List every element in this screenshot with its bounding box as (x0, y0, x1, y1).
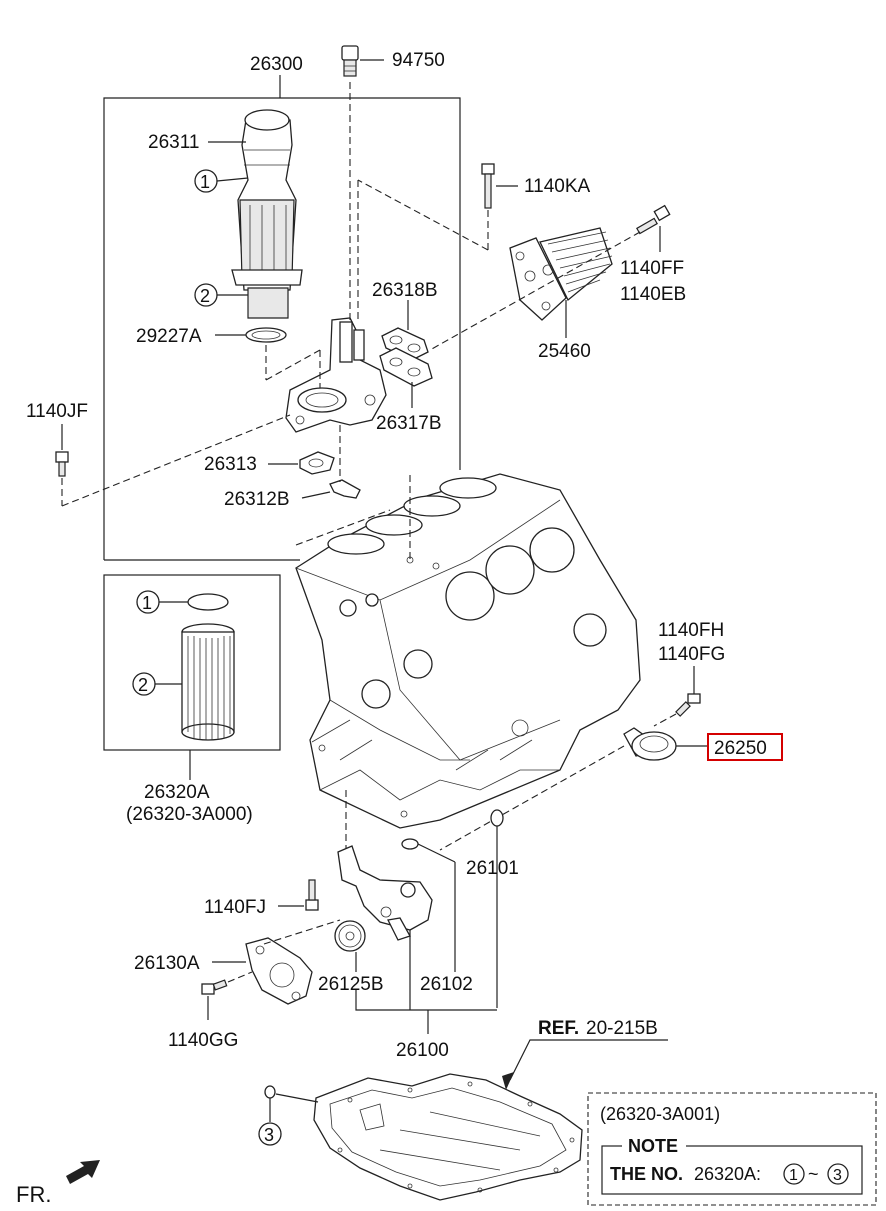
callout-2-top-text: 2 (200, 286, 210, 306)
label-26101: 26101 (466, 858, 519, 879)
sprocket-26125B[interactable] (334, 920, 366, 952)
ref-value[interactable]: 20-215B (586, 1018, 658, 1039)
note-tilde: ~ (808, 1164, 819, 1184)
label-26320A: 26320A (144, 782, 210, 803)
callout-1-top-text: 1 (200, 172, 210, 192)
bolt-1140GG[interactable] (201, 979, 228, 995)
label-1140JF: 1140JF (26, 401, 88, 422)
ref-prefix: REF. (538, 1018, 579, 1039)
bolt-1140FJ[interactable] (305, 879, 319, 911)
oil-pan[interactable] (313, 1073, 583, 1201)
label-29227A: 29227A (136, 326, 202, 347)
oil-pressure-sensor-94750[interactable] (341, 45, 359, 77)
label-26320-3A000: (26320-3A000) (126, 804, 253, 825)
label-26300: 26300 (250, 54, 303, 75)
callout-1-kit-text: 1 (142, 593, 152, 613)
label-26102: 26102 (420, 974, 473, 995)
filter-housing-body[interactable] (285, 317, 387, 433)
plate-26312B[interactable] (329, 479, 361, 499)
label-1140EB: 1140EB (620, 284, 686, 305)
note-part-no: (26320-3A001) (600, 1104, 720, 1124)
bolt-1140JF[interactable] (55, 451, 69, 477)
bolt-1140KA[interactable] (481, 163, 495, 209)
callout-3-pan-text: 3 (264, 1125, 274, 1145)
label-1140FG: 1140FG (658, 644, 725, 665)
note-title: NOTE (628, 1136, 678, 1156)
filter-housing-group: 26300 26311 1 2 292 (103, 54, 461, 561)
note-text-prefix: THE NO. (610, 1164, 683, 1184)
label-94750: 94750 (392, 50, 445, 71)
label-25460: 25460 (538, 341, 591, 362)
ref-arrow-icon (502, 1072, 514, 1090)
filter-cap-26311[interactable] (231, 109, 303, 319)
label-26100: 26100 (396, 1040, 449, 1061)
label-26250[interactable]: 26250 (714, 738, 767, 759)
drain-washer[interactable] (264, 1085, 276, 1099)
label-1140GG: 1140GG (168, 1030, 238, 1051)
label-26317B: 26317B (376, 413, 442, 434)
o-ring-29227A[interactable] (245, 327, 287, 343)
note-text-part: 26320A: (694, 1164, 761, 1184)
front-arrow-icon (66, 1160, 100, 1184)
bolt-1140FH[interactable] (675, 693, 701, 717)
callout-1-note (783, 1163, 805, 1185)
o-ring-26102[interactable] (401, 838, 419, 850)
bolt-1140FF[interactable] (636, 204, 671, 235)
label-1140FF: 1140FF (620, 258, 684, 279)
callout-3-note (827, 1163, 849, 1185)
fr-label: FR. (16, 1182, 51, 1207)
label-1140FJ: 1140FJ (204, 897, 266, 918)
highlight-26250 (707, 733, 783, 761)
oil-strainer-26250[interactable] (623, 727, 677, 761)
label-26125B: 26125B (318, 974, 384, 995)
oil-pump-assembly[interactable] (337, 845, 433, 941)
label-26130A: 26130A (134, 953, 200, 974)
label-1140KA: 1140KA (524, 176, 591, 197)
label-26318B: 26318B (372, 280, 438, 301)
label-1140FH: 1140FH (658, 620, 724, 641)
o-ring-26101[interactable] (490, 809, 504, 827)
engine-block (295, 473, 641, 829)
kit-o-ring[interactable] (187, 593, 229, 611)
filter-element[interactable] (181, 623, 235, 741)
filter-kit-group: 1 2 (103, 574, 281, 780)
gasket-26313[interactable] (299, 451, 335, 475)
cover-26130A[interactable] (245, 937, 313, 1005)
gasket-26317B[interactable] (379, 347, 433, 387)
callout-2-kit-text: 2 (138, 675, 148, 695)
label-26312B: 26312B (224, 489, 290, 510)
label-26311: 26311 (148, 132, 199, 153)
label-26313: 26313 (204, 454, 257, 475)
callout-1-note-text: 1 (789, 1167, 798, 1184)
callout-3-note-text: 3 (833, 1167, 842, 1184)
oil-cooler-25460[interactable] (509, 227, 613, 321)
gasket-26318B[interactable] (381, 327, 429, 361)
callout-3-pan (258, 1122, 282, 1146)
note-box: (26320-3A001) NOTE THE NO. 26320A: 1 ~ 3 (587, 1092, 877, 1206)
